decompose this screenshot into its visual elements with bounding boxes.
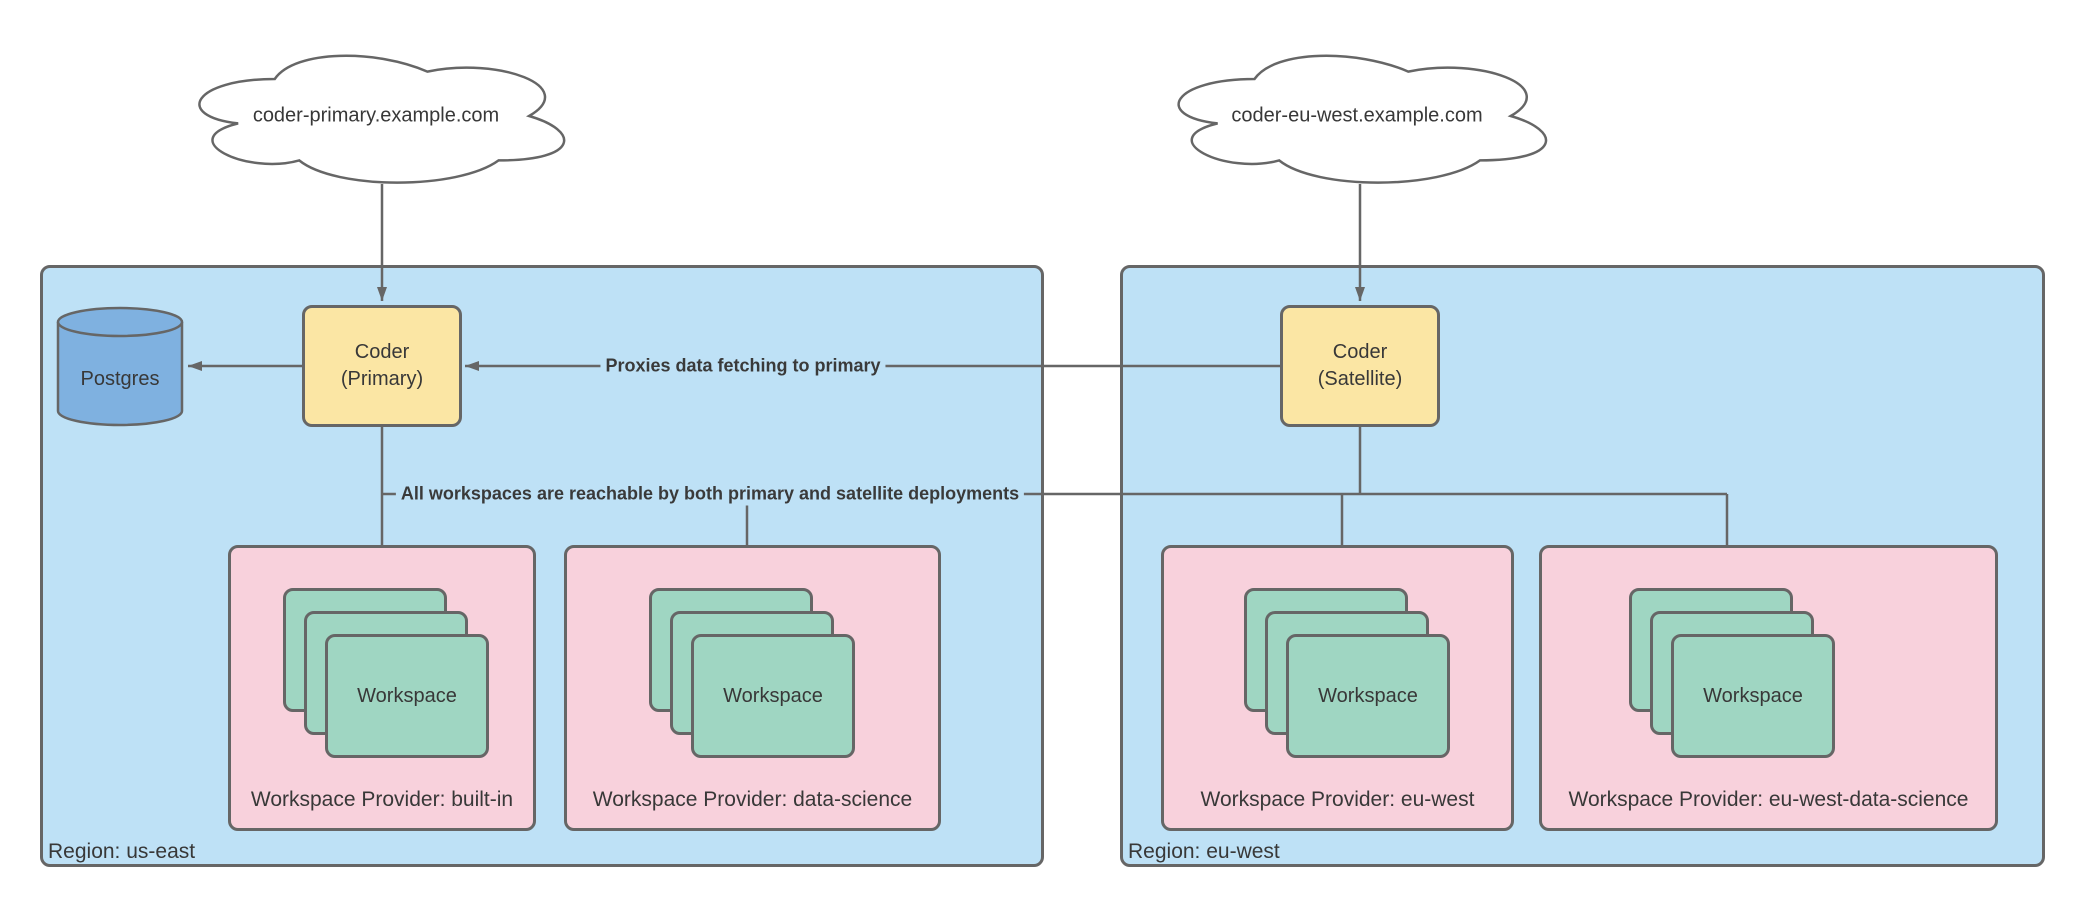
workspace-label: Workspace	[1318, 684, 1418, 707]
cloud-primary-label: coder-primary.example.com	[252, 104, 500, 127]
provider-eu-west-data-science: Workspace Workspace Provider: eu-west-da…	[1539, 545, 1998, 831]
workspace-label: Workspace	[357, 684, 457, 707]
provider-data-science-label: Workspace Provider: data-science	[592, 788, 913, 811]
coder-satellite-subtitle: (Satellite)	[1317, 368, 1403, 390]
workspace-card-front: Workspace	[1286, 634, 1450, 758]
workspace-label: Workspace	[723, 684, 823, 707]
provider-built-in-label: Workspace Provider: built-in	[250, 788, 514, 811]
workspace-card-front: Workspace	[325, 634, 489, 758]
provider-eu-west-label: Workspace Provider: eu-west	[1200, 788, 1475, 811]
coder-primary-node: Coder (Primary)	[302, 305, 462, 427]
edge-label-proxy: Proxies data fetching to primary	[600, 354, 886, 378]
provider-data-science: Workspace Workspace Provider: data-scien…	[564, 545, 941, 831]
coder-primary-subtitle: (Primary)	[340, 368, 424, 390]
coder-satellite-node: Coder (Satellite)	[1280, 305, 1440, 427]
cloud-shape-primary	[199, 56, 564, 183]
provider-eu-west: Workspace Workspace Provider: eu-west	[1161, 545, 1514, 831]
cloud-shape-eu-west	[1179, 56, 1546, 183]
coder-satellite-title: Coder	[1332, 341, 1388, 363]
cloud-eu-west-label: coder-eu-west.example.com	[1231, 104, 1483, 127]
coder-primary-title: Coder	[354, 341, 410, 363]
region-us-east-label: Region: us-east	[48, 840, 196, 863]
edge-label-workspaces: All workspaces are reachable by both pri…	[395, 482, 1025, 506]
workspace-card-front: Workspace	[691, 634, 855, 758]
postgres-label: Postgres	[80, 368, 160, 390]
workspace-label: Workspace	[1703, 684, 1803, 707]
workspace-card-front: Workspace	[1671, 634, 1835, 758]
provider-eu-west-data-science-label: Workspace Provider: eu-west-data-science	[1568, 788, 1969, 811]
provider-built-in: Workspace Workspace Provider: built-in	[228, 545, 536, 831]
postgres-cylinder-body	[56, 322, 184, 427]
postgres-cylinder-top	[56, 306, 184, 338]
region-eu-west-label: Region: eu-west	[1128, 840, 1280, 863]
